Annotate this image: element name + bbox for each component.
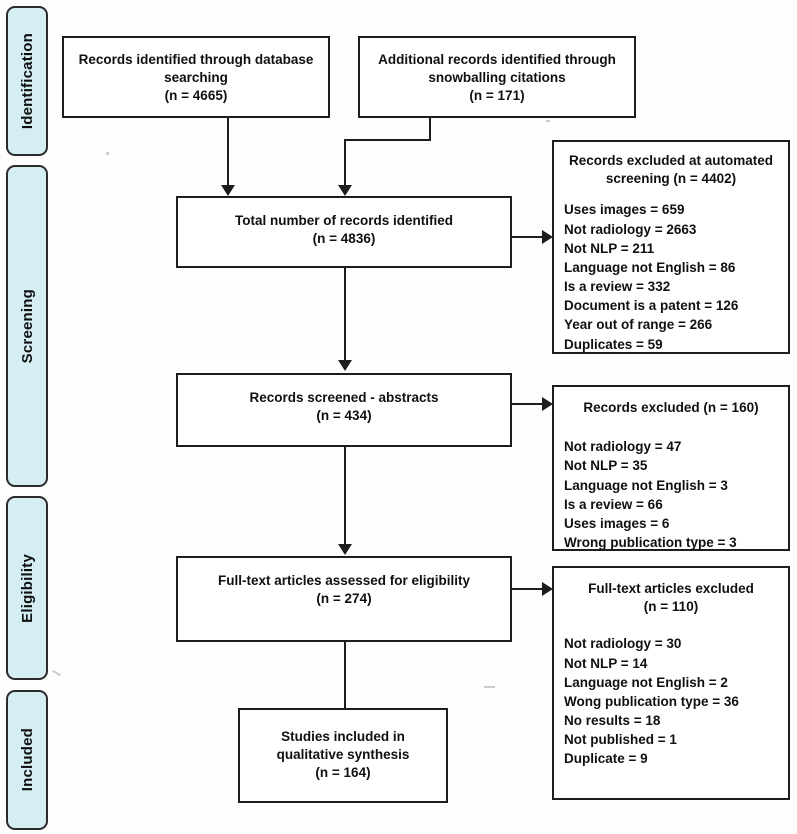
box-studies-included-title-line1: Studies included in xyxy=(281,729,405,744)
scan-artifact xyxy=(52,669,61,677)
scan-artifact xyxy=(106,152,109,155)
stage-tab-screening-label: Screening xyxy=(18,288,36,364)
exclusion-reason: Uses images = 6 xyxy=(564,515,670,531)
exclusion-reason: Not NLP = 35 xyxy=(564,458,648,474)
box-total-records-count: (n = 4836) xyxy=(312,231,376,247)
connector-screened-to-excluded xyxy=(512,403,544,405)
exclusion-reason: Wong publication type = 36 xyxy=(564,693,739,709)
exclusion-reason: Language not English = 3 xyxy=(564,477,728,493)
exclusion-reason: No results = 18 xyxy=(564,713,661,729)
scan-artifact xyxy=(546,120,550,122)
connector-fulltext-to-excluded xyxy=(512,588,544,590)
box-studies-included-count: (n = 164) xyxy=(315,765,371,781)
box-records-screened-title: Records screened - abstracts xyxy=(249,390,439,405)
box-excluded-abstracts-reasons: Not radiology = 47 Not NLP = 35 Language… xyxy=(554,437,788,552)
stage-tab-included[interactable]: Included xyxy=(6,690,48,830)
exclusion-reason: Year out of range = 266 xyxy=(564,317,713,333)
box-snowballing: Additional records identified through sn… xyxy=(358,36,636,118)
connector-total-to-excluded xyxy=(512,236,544,238)
exclusion-reason: Language not English = 2 xyxy=(564,674,728,690)
box-fulltext-assessed-title: Full-text articles assessed for eligibil… xyxy=(217,573,471,588)
arrow-total-to-excluded xyxy=(542,230,553,244)
connector-snowballing-down xyxy=(429,118,431,140)
stage-tab-screening[interactable]: Screening xyxy=(6,165,48,487)
connector-snowballing-to-total xyxy=(344,139,346,188)
exclusion-reason: Not radiology = 2663 xyxy=(564,221,697,237)
box-excluded-abstracts-head-line1: Records excluded (n = 160) xyxy=(583,400,759,415)
connector-snowballing-across xyxy=(344,139,431,141)
box-studies-included-title-line2: qualitative synthesis xyxy=(276,747,410,763)
exclusion-reason: Duplicate = 9 xyxy=(564,751,648,767)
connector-screened-to-fulltext xyxy=(344,447,346,546)
box-excluded-automated-head-line2: screening (n = 4402) xyxy=(605,171,737,187)
stage-tab-included-label: Included xyxy=(18,728,36,792)
box-snowballing-title: Additional records identified through sn… xyxy=(378,52,616,86)
box-total-records: Total number of records identified (n = … xyxy=(176,196,512,268)
box-excluded-fulltext-reasons: Not radiology = 30 Not NLP = 14 Language… xyxy=(554,634,788,768)
stage-tab-identification-label: Identification xyxy=(18,32,36,130)
stage-tab-eligibility-label: Eligibility xyxy=(18,553,36,623)
exclusion-reason: Language not English = 86 xyxy=(564,259,736,275)
box-database-search-title: Records identified through database sear… xyxy=(78,52,314,86)
connector-total-to-screened xyxy=(344,268,346,362)
box-studies-included: Studies included in qualitative synthesi… xyxy=(238,708,448,803)
box-fulltext-assessed-count: (n = 274) xyxy=(316,591,372,607)
arrow-screened-to-fulltext xyxy=(338,544,352,555)
stage-tab-eligibility[interactable]: Eligibility xyxy=(6,496,48,680)
stage-tab-identification[interactable]: Identification xyxy=(6,6,48,156)
box-excluded-automated-head-line1: Records excluded at automated xyxy=(568,153,774,168)
arrow-fulltext-to-excluded xyxy=(542,582,553,596)
exclusion-reason: Is a review = 66 xyxy=(564,496,663,512)
box-excluded-automated: Records excluded at automated screening … xyxy=(552,140,790,354)
exclusion-reason: Not radiology = 47 xyxy=(564,439,682,455)
exclusion-reason: Not published = 1 xyxy=(564,732,677,748)
scan-artifact xyxy=(484,686,495,688)
exclusion-reason: Duplicates = 59 xyxy=(564,336,663,352)
box-excluded-fulltext-head-line2: (n = 110) xyxy=(643,599,699,615)
box-database-search-count: (n = 4665) xyxy=(164,88,228,104)
arrow-database-to-total xyxy=(221,185,235,196)
box-excluded-fulltext: Full-text articles excluded (n = 110) No… xyxy=(552,566,790,800)
box-excluded-fulltext-head-line1: Full-text articles excluded xyxy=(588,581,754,596)
exclusion-reason: Uses images = 659 xyxy=(564,202,685,218)
box-records-screened: Records screened - abstracts (n = 434) xyxy=(176,373,512,447)
exclusion-reason: Is a review = 332 xyxy=(564,279,671,295)
connector-database-to-total xyxy=(227,118,229,188)
exclusion-reason: Wrong publication type = 3 xyxy=(564,535,737,550)
arrow-total-to-screened xyxy=(338,360,352,371)
box-excluded-automated-reasons: Uses images = 659 Not radiology = 2663 N… xyxy=(554,200,788,353)
box-records-screened-count: (n = 434) xyxy=(316,408,372,424)
exclusion-reason: Not NLP = 211 xyxy=(564,240,655,256)
box-database-search: Records identified through database sear… xyxy=(62,36,330,118)
exclusion-reason: Not NLP = 14 xyxy=(564,655,648,671)
connector-fulltext-to-included xyxy=(344,642,346,737)
exclusion-reason: Not radiology = 30 xyxy=(564,636,682,652)
box-excluded-abstracts: Records excluded (n = 160) Not radiology… xyxy=(552,385,790,551)
arrow-snowballing-to-total xyxy=(338,185,352,196)
arrow-screened-to-excluded xyxy=(542,397,553,411)
box-total-records-title: Total number of records identified xyxy=(234,213,454,228)
box-fulltext-assessed: Full-text articles assessed for eligibil… xyxy=(176,556,512,642)
exclusion-reason: Document is a patent = 126 xyxy=(564,298,739,314)
box-snowballing-count: (n = 171) xyxy=(469,88,525,104)
